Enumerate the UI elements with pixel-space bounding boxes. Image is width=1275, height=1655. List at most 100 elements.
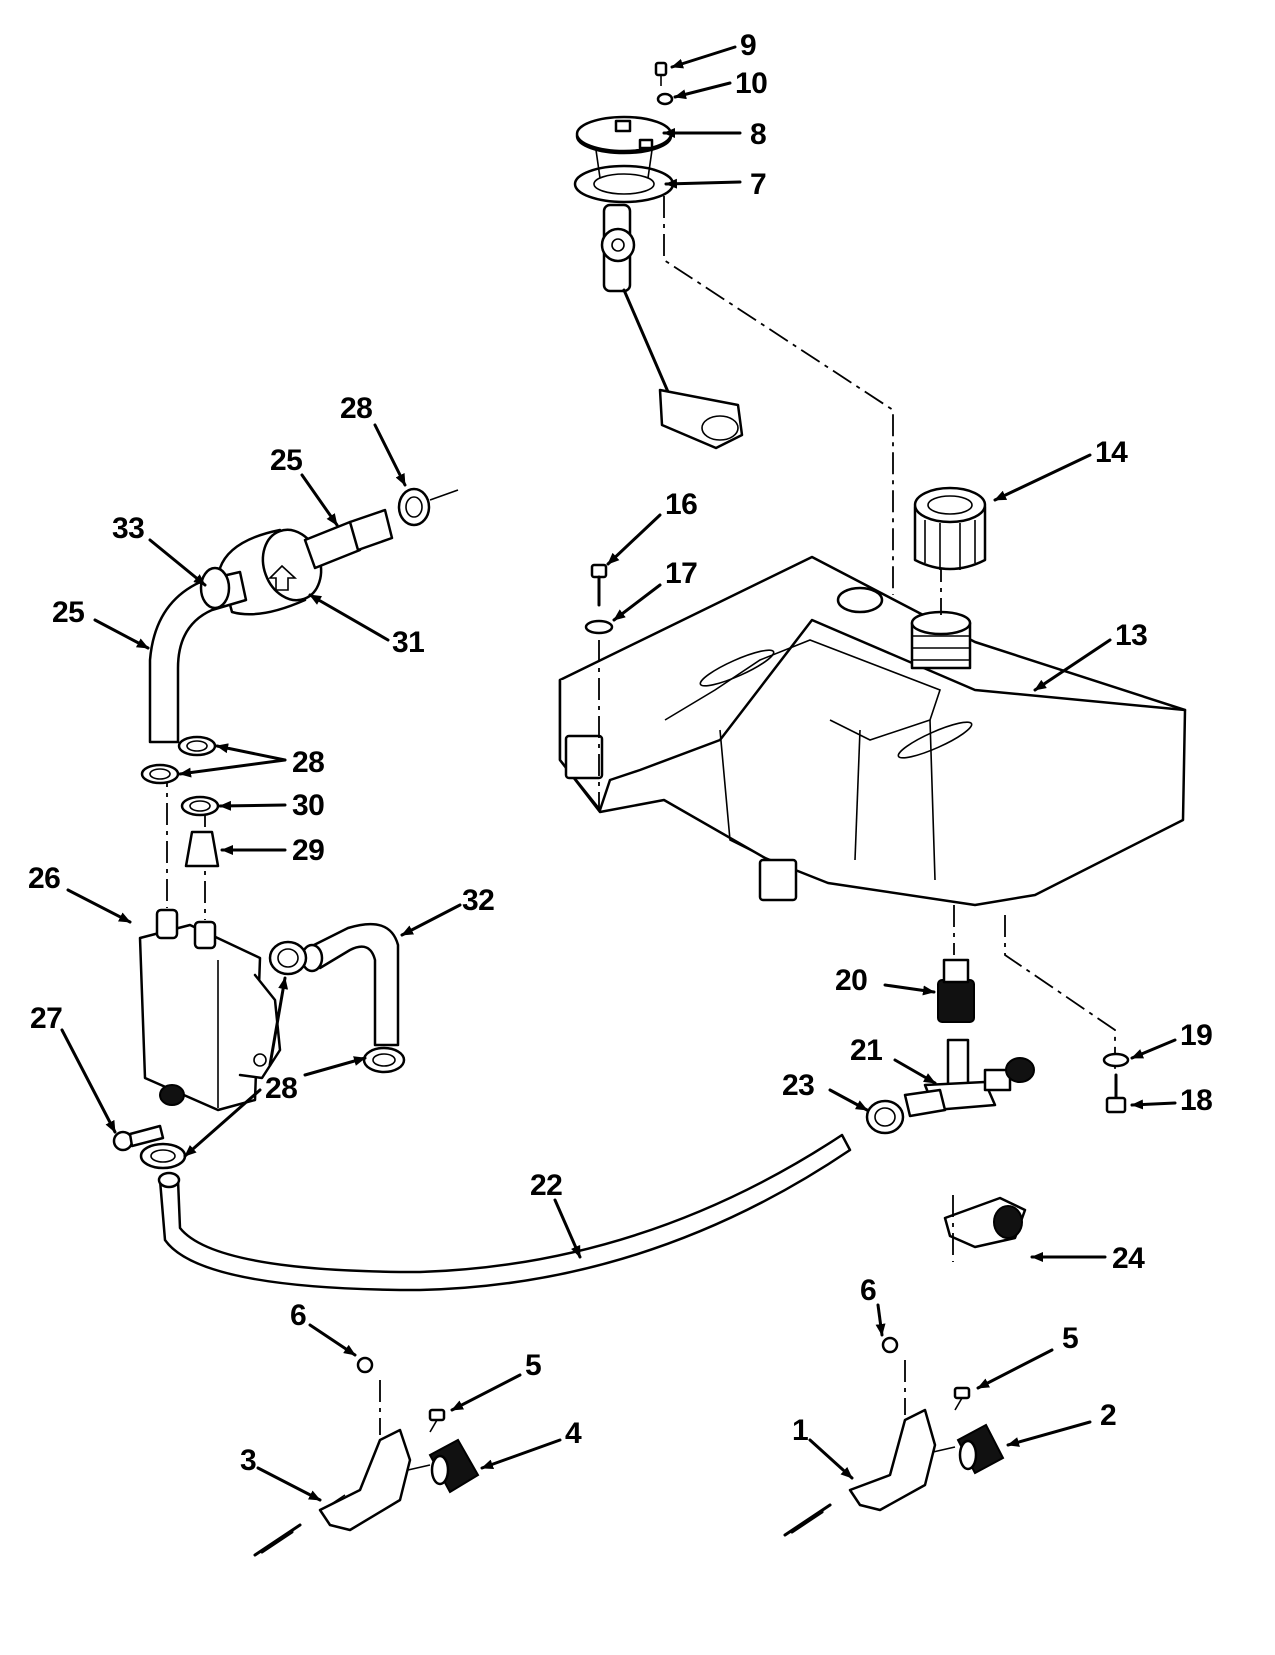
leader-arrow <box>400 903 462 937</box>
leader-arrow <box>60 1028 117 1134</box>
callout-24: 24 <box>1112 1242 1145 1275</box>
callout-2: 2 <box>1100 1399 1116 1432</box>
leader-arrow <box>670 45 737 69</box>
leader-arrow <box>1006 1420 1092 1447</box>
leader-arrow <box>178 758 287 778</box>
callout-28: 28 <box>292 746 324 779</box>
fuel-adapter <box>937 958 975 1023</box>
leader-arrow <box>673 81 732 100</box>
hose-clamp <box>140 763 180 785</box>
callout-31: 31 <box>392 626 424 659</box>
callout-27: 27 <box>30 1002 62 1035</box>
callout-33: 33 <box>112 512 144 545</box>
leader-arrow <box>450 1373 522 1412</box>
fuel-tank <box>558 555 1187 1070</box>
leader-arrow <box>300 473 339 527</box>
leader-arrow <box>218 800 287 811</box>
callout-6: 6 <box>860 1274 876 1307</box>
callout-19: 19 <box>1180 1019 1212 1052</box>
fuel-gauge-sender-assembly <box>573 61 894 595</box>
throttle-knob <box>428 1438 480 1494</box>
callout-5: 5 <box>525 1349 541 1382</box>
callout-3: 3 <box>240 1444 256 1477</box>
callout-10: 10 <box>735 67 767 100</box>
fuel-shutoff-valve <box>903 1038 1035 1118</box>
leader-arrow <box>883 983 936 996</box>
filter-mount-screw <box>112 1124 165 1152</box>
callout-22: 22 <box>530 1169 562 1202</box>
callout-21: 21 <box>850 1034 882 1067</box>
leader-arrow <box>808 1438 854 1480</box>
leader-arrow <box>993 453 1092 502</box>
callout-32: 32 <box>462 884 494 917</box>
water-separating-filter <box>138 908 282 1112</box>
leader-arrow <box>215 743 287 762</box>
hose-clamp <box>139 1142 187 1170</box>
callout-14: 14 <box>1095 436 1128 469</box>
leader-arrow <box>93 618 150 650</box>
callout-5: 5 <box>1062 1322 1078 1355</box>
callout-18: 18 <box>1180 1084 1212 1117</box>
hex-bolt <box>1105 1073 1127 1114</box>
callout-25: 25 <box>270 444 302 477</box>
hose-clamp <box>199 566 231 610</box>
tank-washer <box>584 619 614 635</box>
leader-arrow <box>1130 1038 1177 1060</box>
hose-clip <box>943 1196 1027 1249</box>
callouts: 9 10 8 7 14 16 17 13 20 21 19 18 <box>28 29 1213 1502</box>
leader-arrow <box>875 1303 886 1337</box>
leader-arrow <box>1130 1099 1177 1110</box>
callout-17: 17 <box>665 557 697 590</box>
callout-28: 28 <box>265 1072 297 1105</box>
hose-clamp <box>362 1046 406 1074</box>
hose-clamp <box>268 940 308 976</box>
leader-arrow <box>256 1466 322 1502</box>
throttle-lever-assembly-left <box>253 1356 480 1557</box>
sealing-washer <box>180 795 220 817</box>
callout-25: 25 <box>52 596 84 629</box>
hose-clamp <box>177 735 217 757</box>
leader-arrow <box>268 976 289 1067</box>
leader-arrow <box>976 1348 1054 1390</box>
leader-arrow <box>148 538 207 587</box>
callout-1: 1 <box>792 1414 808 1447</box>
callout-4: 4 <box>565 1417 582 1450</box>
callout-16: 16 <box>665 488 697 521</box>
callout-7: 7 <box>750 168 766 201</box>
leader-arrow <box>1033 638 1112 692</box>
throttle-lever-assembly-right <box>783 1336 1005 1537</box>
callout-29: 29 <box>292 834 324 867</box>
small-screw <box>953 1386 971 1411</box>
leader-arrow <box>828 1088 869 1112</box>
fuel-hose <box>348 508 394 552</box>
fuel-hose <box>148 570 248 744</box>
callout-28: 28 <box>340 392 372 425</box>
leader-arrow <box>480 1438 562 1470</box>
elbow-hose <box>306 922 400 1047</box>
leader-arrow <box>308 1323 357 1357</box>
leader-arrow <box>606 513 662 566</box>
leader-arrow <box>893 1058 937 1085</box>
callout-26: 26 <box>28 862 60 895</box>
sender-float-arm <box>600 203 744 450</box>
sender-screw <box>654 61 668 86</box>
leader-arrow <box>66 888 132 924</box>
tank-screw <box>590 563 608 607</box>
leader-arrow <box>303 1056 367 1077</box>
callout-20: 20 <box>835 964 867 997</box>
hose-clamp <box>397 487 459 527</box>
fuel-hose <box>158 1133 852 1292</box>
callout-8: 8 <box>750 118 766 151</box>
callout-13: 13 <box>1115 619 1147 652</box>
callout-9: 9 <box>740 29 756 62</box>
leader-arrow <box>664 178 742 189</box>
small-screw <box>428 1408 446 1433</box>
throttle-knob <box>956 1423 1005 1475</box>
leader-arrow <box>612 583 662 622</box>
tank-filler-neck <box>910 610 972 670</box>
leader-arrow <box>308 593 390 642</box>
fuel-tank-cap <box>913 486 987 571</box>
bolt-washer <box>1102 1052 1130 1068</box>
filter-plug <box>184 830 220 868</box>
